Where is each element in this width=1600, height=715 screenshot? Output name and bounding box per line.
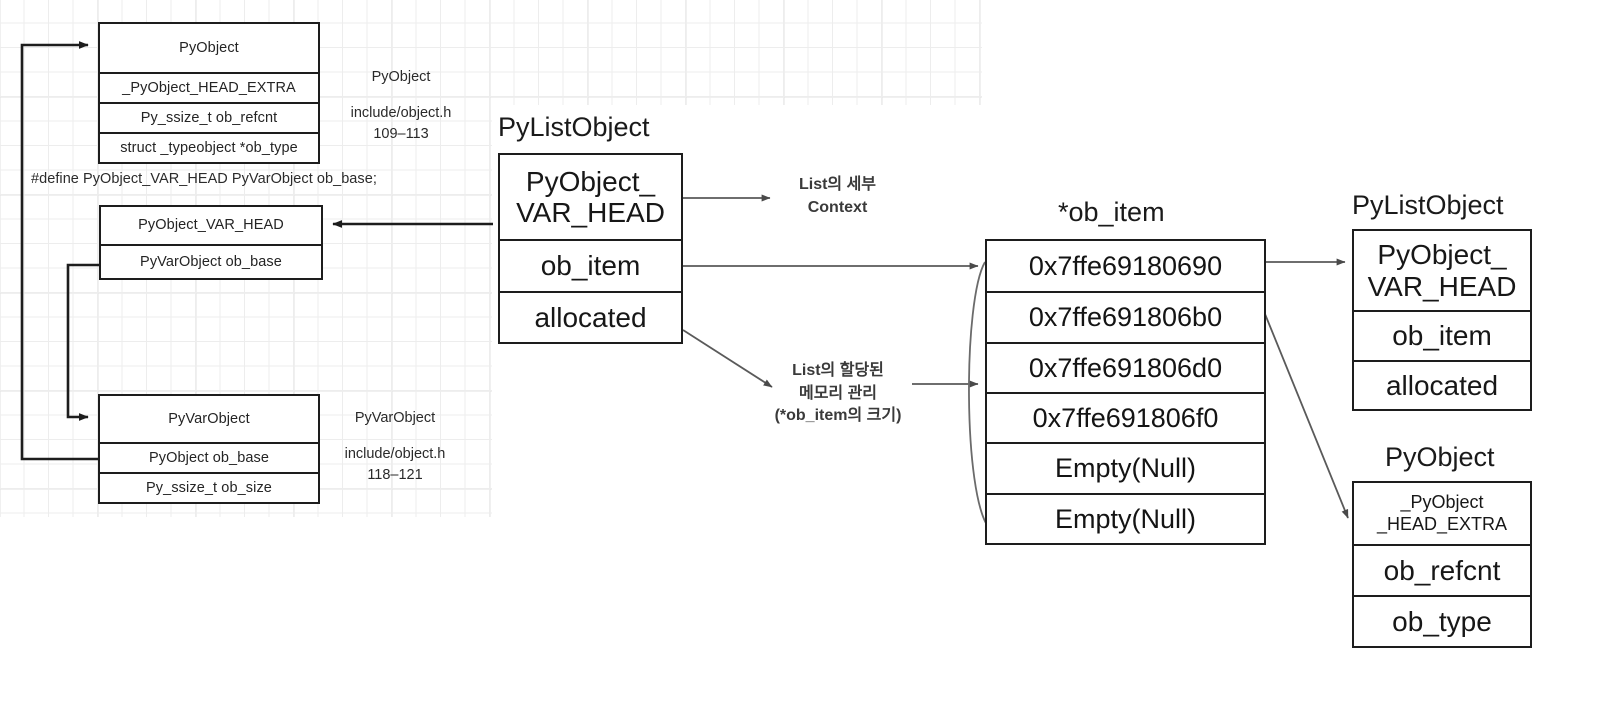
right-row-ob-item: ob_item bbox=[1354, 310, 1530, 360]
pyobject-struct-box: PyObject _PyObject_HEAD_EXTRA Py_ssize_t… bbox=[98, 22, 320, 164]
center-row-var-head-line2: VAR_HEAD bbox=[516, 197, 665, 229]
pyobject-side-note-lines: 109–113 bbox=[373, 126, 429, 142]
pyobject-struct-title: PyObject bbox=[100, 24, 318, 72]
link-array-cell1-to-pyobject bbox=[1264, 313, 1349, 519]
right-pyobject-row-ob-refcnt: ob_refcnt bbox=[1354, 544, 1530, 595]
center-pylistobject-caption: PyListObject bbox=[498, 112, 650, 142]
right-pyobject-box: _PyObject _HEAD_EXTRA ob_refcnt ob_type bbox=[1352, 481, 1532, 648]
pyobject-field-head-extra: _PyObject_HEAD_EXTRA bbox=[100, 72, 318, 102]
center-row-var-head-line1: PyObject_ bbox=[525, 165, 656, 197]
memory-annotation: List의 할당된 메모리 관리 (*ob_item의 크기) bbox=[774, 362, 902, 425]
pyvarobject-side-note-file: include/object.h bbox=[344, 446, 446, 462]
pyobject-var-head-struct-box: PyObject_VAR_HEAD PyVarObject ob_base bbox=[99, 205, 323, 280]
center-row-ob-item: ob_item bbox=[500, 239, 681, 291]
right-row-var-head-line1: PyObject_ bbox=[1377, 239, 1507, 271]
pyvarobject-side-note-name: PyVarObject bbox=[354, 410, 436, 426]
context-annotation: List의 세부 Context bbox=[798, 176, 877, 216]
pyobject-side-note-file: include/object.h bbox=[350, 105, 452, 121]
right-pyobject-head-extra-line1: _PyObject bbox=[1400, 492, 1484, 513]
pyobject-field-ob-type: struct _typeobject *ob_type bbox=[100, 132, 318, 162]
varhead-struct-title: PyObject_VAR_HEAD bbox=[101, 207, 321, 244]
right-pyobject-row-head-extra: _PyObject _HEAD_EXTRA bbox=[1354, 483, 1530, 544]
array-cell-0: 0x7ffe69180690 bbox=[987, 241, 1264, 292]
array-cell-2: 0x7ffe691806d0 bbox=[987, 341, 1264, 392]
ob-item-array-caption: *ob_item bbox=[1058, 197, 1165, 227]
pyvarobject-struct-title: PyVarObject bbox=[100, 396, 318, 442]
right-pyobject-head-extra-line2: _HEAD_EXTRA bbox=[1376, 513, 1508, 534]
array-cell-1: 0x7ffe691806b0 bbox=[987, 291, 1264, 342]
macro-define-note: #define PyObject_VAR_HEAD PyVarObject ob… bbox=[31, 171, 377, 187]
array-cell-5: Empty(Null) bbox=[987, 492, 1264, 544]
ob-item-array-box: 0x7ffe69180690 0x7ffe691806b0 0x7ffe6918… bbox=[985, 239, 1266, 545]
right-pylistobject-caption: PyListObject bbox=[1352, 190, 1504, 220]
right-pylistobject-box: PyObject_ VAR_HEAD ob_item allocated bbox=[1352, 229, 1532, 411]
pyobject-field-ob-refcnt: Py_ssize_t ob_refcnt bbox=[100, 102, 318, 132]
pyvarobject-field-ob-size: Py_ssize_t ob_size bbox=[100, 472, 318, 502]
pyobject-side-note-name: PyObject bbox=[371, 69, 431, 85]
center-pylistobject-box: PyObject_ VAR_HEAD ob_item allocated bbox=[498, 153, 683, 344]
right-pyobject-row-ob-type: ob_type bbox=[1354, 595, 1530, 646]
right-pyobject-caption: PyObject bbox=[1385, 442, 1495, 472]
right-row-allocated: allocated bbox=[1354, 359, 1530, 409]
pyvarobject-field-ob-base: PyObject ob_base bbox=[100, 442, 318, 472]
varhead-field-ob-base: PyVarObject ob_base bbox=[101, 244, 321, 278]
right-row-var-head-line2: VAR_HEAD bbox=[1367, 270, 1517, 302]
pyvarobject-struct-box: PyVarObject PyObject ob_base Py_ssize_t … bbox=[98, 394, 320, 504]
array-cell-3: 0x7ffe691806f0 bbox=[987, 392, 1264, 443]
right-row-var-head: PyObject_ VAR_HEAD bbox=[1354, 231, 1530, 311]
center-row-allocated: allocated bbox=[500, 290, 681, 342]
array-cell-4: Empty(Null) bbox=[987, 442, 1264, 493]
center-row-var-head: PyObject_ VAR_HEAD bbox=[500, 155, 681, 240]
pyvarobject-side-note-lines: 118–121 bbox=[367, 467, 423, 483]
